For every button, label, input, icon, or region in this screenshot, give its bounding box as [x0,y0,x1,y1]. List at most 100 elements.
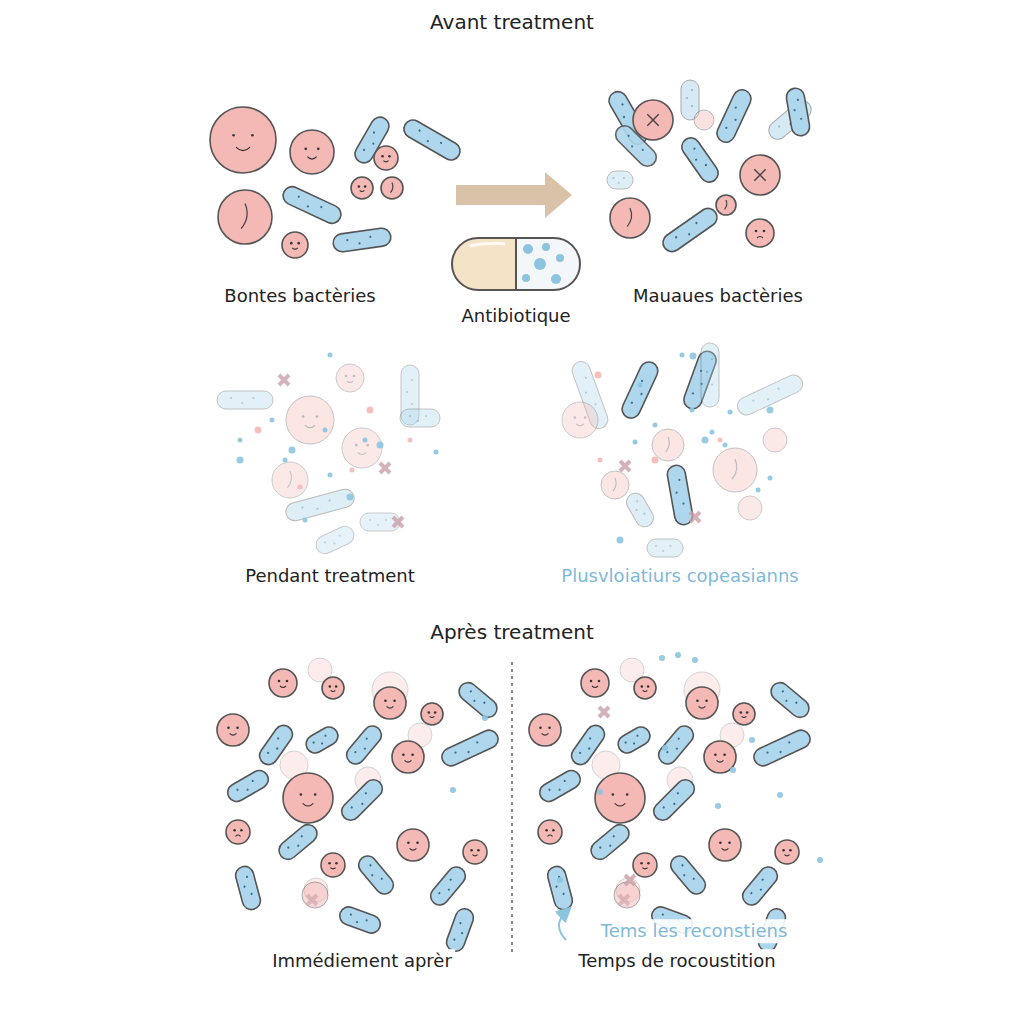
mouth [547,835,552,836]
rod-dot [640,393,643,396]
round-bacterium-body [716,195,736,215]
round-bacterium [713,448,757,492]
rod-dot [711,384,713,386]
rod-dot [473,699,476,702]
round-bacterium-body [282,232,308,258]
rod-dot [669,545,671,547]
round-bacterium [633,100,673,140]
round-bacterium-body [322,677,344,699]
rod-dot [369,864,372,867]
particle [377,442,384,449]
rod-dot [766,751,769,754]
rod-dot [609,844,612,847]
rod-dot [287,846,290,849]
rod-dot [563,779,566,782]
rod-dot [469,690,472,693]
rod-bacterium [546,864,575,911]
round-bacterium-body [392,741,424,773]
caption-label: Avant treatment [427,9,597,35]
particle [237,457,244,464]
round-bacterium [381,177,403,199]
rod-bacterium-body [280,184,344,227]
mouth [236,147,250,151]
rod-bacterium-body [234,864,263,911]
rod-bacterium-body [650,776,698,824]
rod-dot [686,97,688,99]
rod-dot [364,792,367,795]
round-bacterium-body [421,703,443,725]
round-bacterium [226,820,250,844]
bacterium-mark [627,208,631,227]
eye [402,753,405,756]
eye [696,699,699,702]
rod-dot [641,380,644,383]
rod-dot [585,391,588,394]
rod-dot [365,737,368,740]
round-bacterium [218,190,272,244]
rod-dot [324,734,327,737]
round-bacterium [763,428,787,452]
rod-dot [666,751,669,754]
round-bacterium-body [381,177,403,199]
mouth [472,855,477,856]
particle [482,715,488,721]
rod-bacterium-body [332,227,392,253]
rod-bacterium-body [338,776,386,824]
rod-bacterium [224,767,271,805]
rod-bacterium [303,724,341,757]
rod-bacterium-body [224,767,271,805]
eye [434,711,437,714]
rod-bacterium [234,864,263,911]
rod-bacterium-body [352,114,393,166]
round-bacterium-body [704,741,736,773]
eye [314,793,317,796]
debris-cross [393,517,403,527]
rod-bacterium [313,523,357,556]
caption-label: Tems les reconstiens [598,919,791,943]
rod-dot [243,885,246,888]
round-bacterium [217,714,249,746]
eye [302,415,305,418]
rod-dot [297,195,300,198]
round-bacterium-body [342,428,382,468]
round-bacterium-body [269,669,297,697]
particle [450,787,456,793]
caption-label: Pendant treatment [242,564,418,588]
eye [304,148,307,151]
eye [300,793,303,796]
rod-dot [599,846,602,849]
eye [366,444,369,447]
mouth [542,733,549,735]
rod-dot [678,479,681,482]
mouth [615,803,626,806]
round-bacterium [581,669,609,697]
rod-bacterium [734,372,805,418]
mouth [383,161,388,162]
rod-bacterium [623,490,657,530]
mouth [592,686,598,688]
rod-dot [594,403,597,406]
rod-bacterium [678,134,721,185]
rod-dot [788,741,791,744]
eye [388,155,391,158]
particle [749,737,755,743]
rod-bacterium-body [655,722,697,767]
rod-bacterium-body [256,722,296,768]
rod-bacterium [751,727,813,769]
rod-dot [363,747,366,750]
eye [407,841,410,844]
round-bacterium-body [601,471,629,499]
rod-bacterium [217,391,273,409]
rod-dot [483,701,486,704]
eye [286,680,289,683]
eye [782,849,785,852]
round-bacterium [302,882,328,908]
rod-dot [777,387,780,390]
rod-dot [579,751,582,754]
rod-dot [385,519,387,521]
rod-dot [251,779,254,782]
rod-dot [711,358,713,360]
particle [768,476,773,481]
rod-dot [693,147,696,150]
rod-bacterium-body [536,767,583,805]
